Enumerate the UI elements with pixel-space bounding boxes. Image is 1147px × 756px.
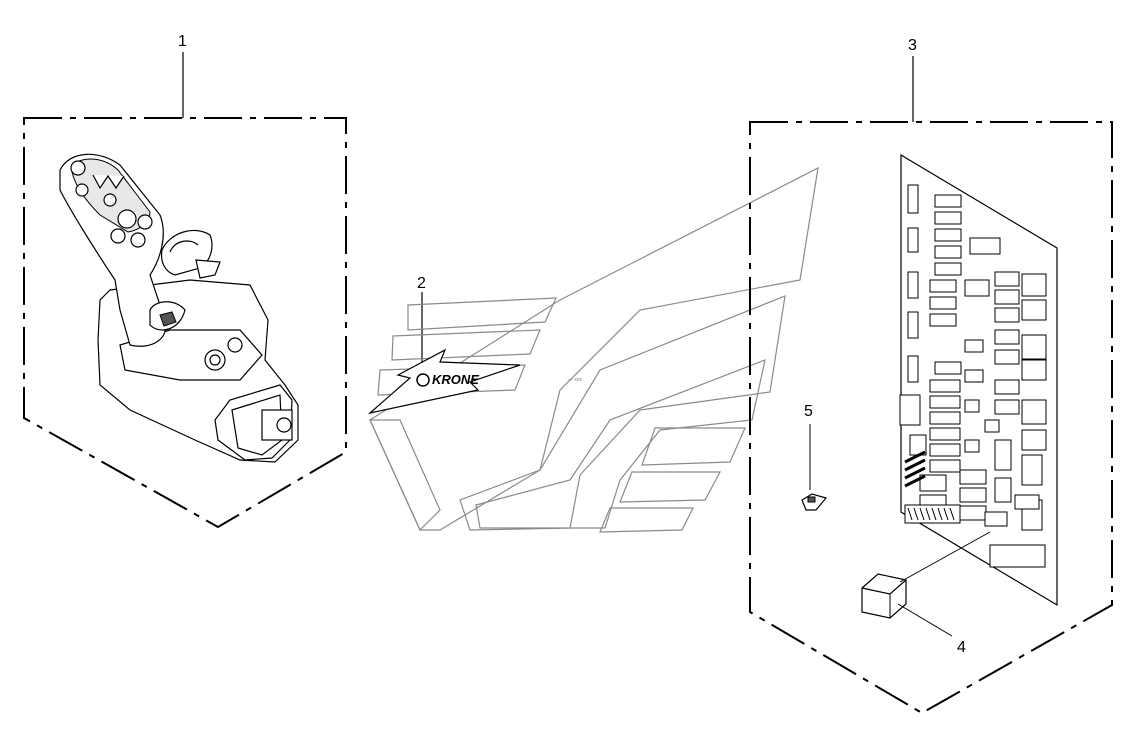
board-component: [1021, 454, 1043, 486]
board-component: [969, 237, 1001, 255]
callout-4: 4: [957, 639, 966, 656]
board-component: [984, 511, 1008, 527]
connector-pin: [913, 507, 919, 521]
fuse: [801, 493, 828, 511]
board-component: [1021, 429, 1047, 451]
board-component: [994, 289, 1020, 305]
board-component: [964, 339, 984, 353]
board-component: [994, 329, 1020, 345]
decal-small-label: — xxx: [568, 377, 582, 383]
board-component: [994, 477, 1012, 503]
board-component: [899, 394, 921, 426]
board-component: [959, 469, 987, 485]
joystick-group: 1: [23, 33, 347, 529]
circuit-board-group: 3 4 5: [749, 37, 1113, 715]
board-component: [994, 439, 1012, 471]
connector-pin: [931, 507, 937, 521]
board-component: [929, 279, 957, 293]
board-component: [907, 227, 919, 253]
board-component: [929, 296, 957, 310]
board-component: [1014, 494, 1040, 510]
board-component: [929, 443, 961, 457]
callout-1: 1: [178, 33, 187, 50]
board-component: [1021, 273, 1047, 297]
board-component: [964, 369, 984, 383]
relay-to-board-line: [899, 531, 991, 583]
board-component: [907, 311, 919, 339]
board-component: [929, 379, 961, 393]
circuit-board-boundary: [749, 121, 1113, 715]
board-component: [959, 505, 987, 521]
krone-logo-text: KRONE: [432, 372, 479, 387]
circuit-board: [899, 153, 1058, 607]
board-component: [994, 379, 1020, 395]
board-component: [934, 361, 962, 375]
krone-logo-icon: [416, 373, 430, 387]
decal-group: 2 — xxx KRONE: [367, 166, 819, 533]
board-components: [899, 184, 1047, 568]
board-component: [994, 349, 1020, 365]
leader-line-4: [897, 603, 953, 637]
board-component: [929, 395, 961, 409]
board-component: [934, 262, 962, 276]
board-component: [1021, 299, 1047, 321]
board-component: [959, 487, 987, 503]
board-component: [994, 271, 1020, 287]
board-component: [964, 399, 980, 413]
board-component: [934, 211, 962, 225]
connector-pin: [937, 507, 943, 521]
board-component: [907, 184, 919, 214]
callout-3: 3: [908, 37, 917, 54]
joystick-boundary: [23, 117, 347, 529]
connector-pin: [949, 507, 955, 521]
board-component: [929, 313, 957, 327]
joystick-drawing: [59, 153, 299, 463]
connector-pin: [943, 507, 949, 521]
board-component: [994, 399, 1020, 415]
board-component: [1021, 359, 1047, 381]
board-component: [934, 228, 962, 242]
board-component: [919, 474, 947, 492]
board-component: [964, 439, 980, 453]
board-component: [929, 427, 961, 441]
board-component: [1021, 399, 1047, 425]
board-component: [907, 271, 919, 299]
board-trace: [904, 458, 926, 472]
board-component: [929, 459, 961, 473]
krone-logo-decal: KRONE: [367, 348, 521, 415]
board-component: [1021, 334, 1047, 360]
board-trace: [904, 466, 926, 480]
board-component: [994, 307, 1020, 323]
board-component: [934, 194, 962, 208]
board-trace: [904, 450, 926, 464]
connector-pin: [907, 507, 913, 521]
connector-pin: [925, 507, 931, 521]
board-component: [929, 411, 961, 425]
board-trace: [904, 474, 926, 488]
board-component: [964, 279, 990, 297]
board-component: [934, 245, 962, 259]
board-component: [984, 419, 1000, 433]
board-component: [989, 544, 1046, 568]
relay: [861, 573, 907, 619]
callout-2: 2: [417, 275, 426, 292]
callout-5: 5: [804, 403, 813, 420]
board-component: [907, 355, 919, 383]
connector-pin: [919, 507, 925, 521]
board-component: [904, 504, 961, 524]
